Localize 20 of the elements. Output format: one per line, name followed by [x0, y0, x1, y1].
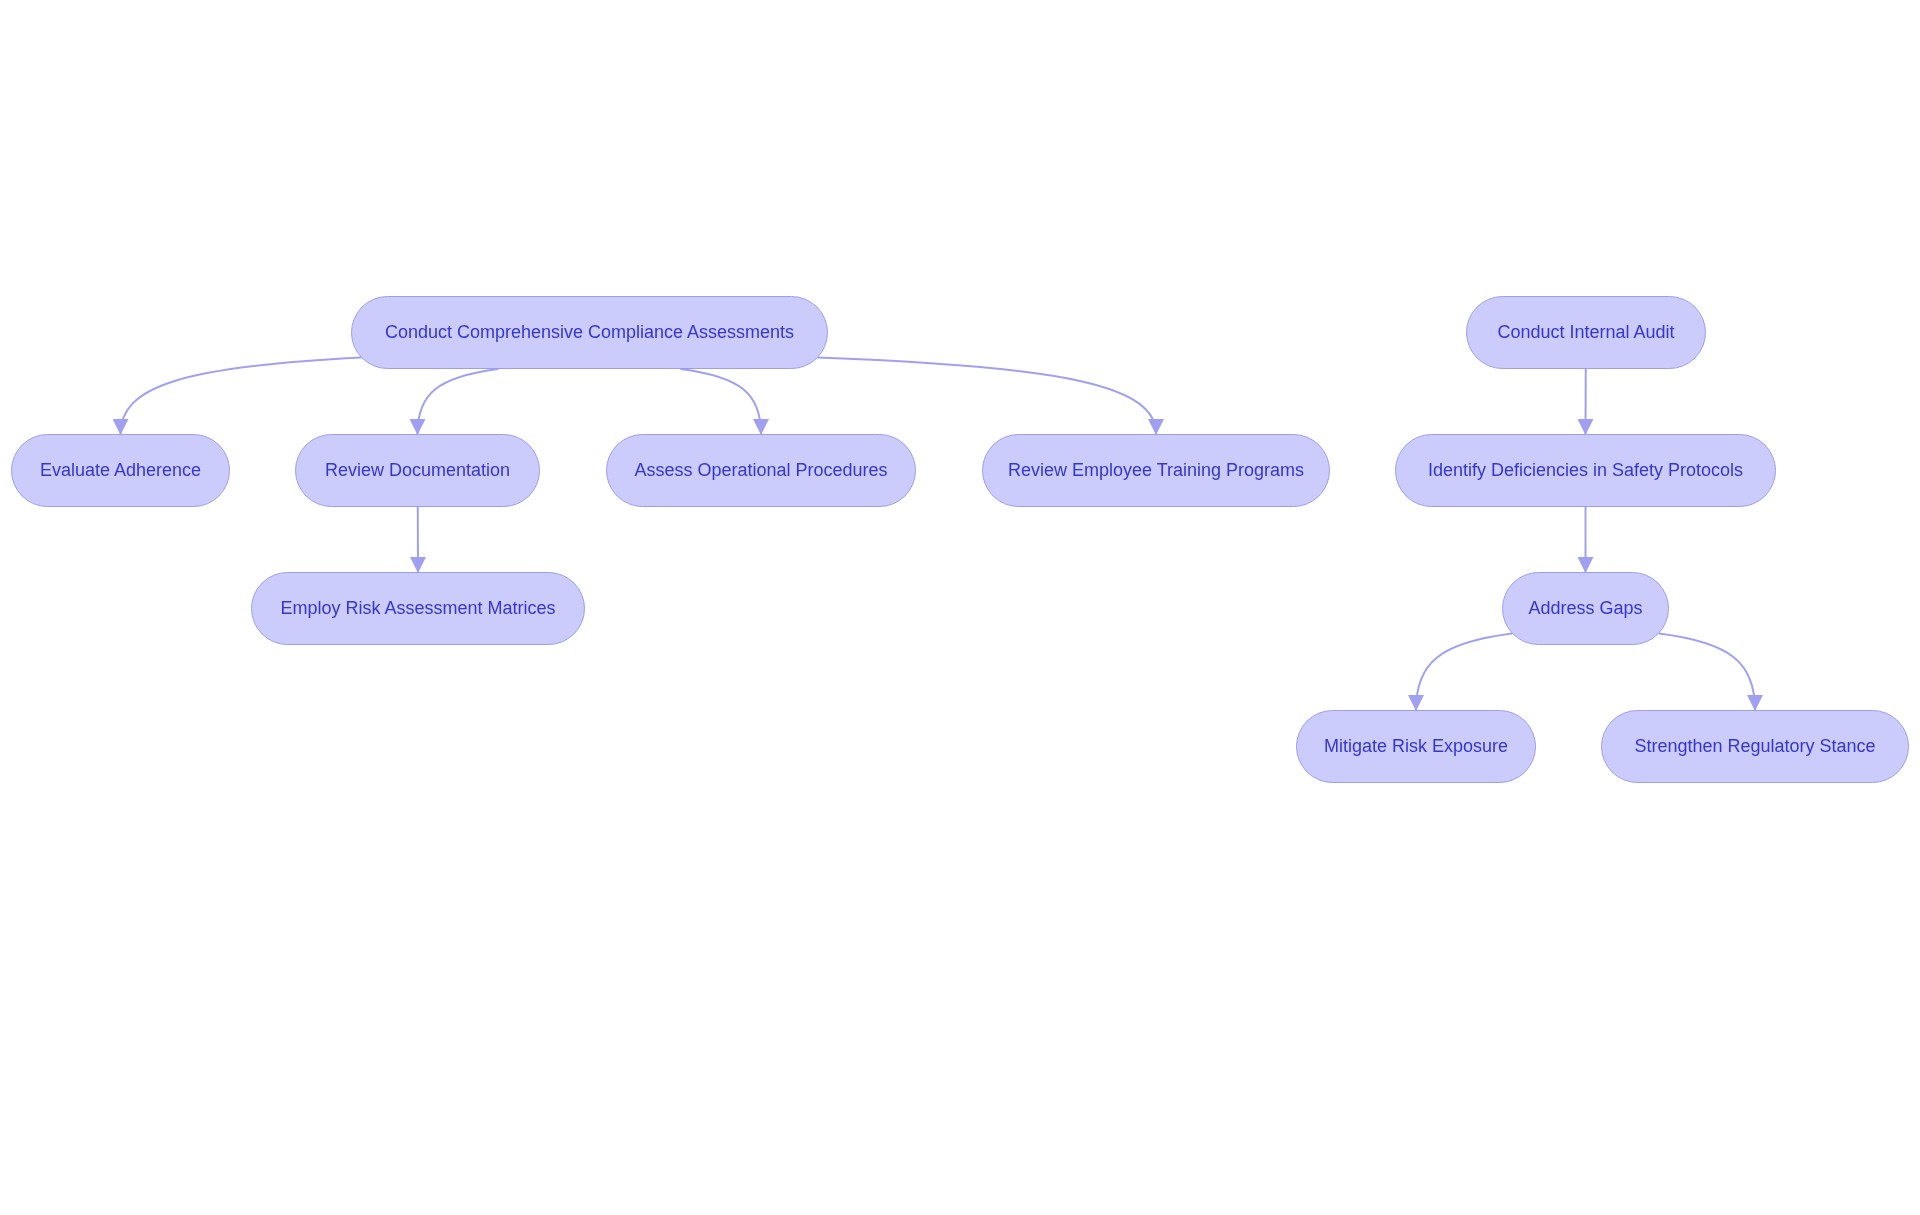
process-node: Conduct Comprehensive Compliance Assessments: [351, 296, 828, 369]
process-node: Mitigate Risk Exposure: [1296, 710, 1536, 783]
arrow: [410, 368, 500, 435]
process-node: Evaluate Adherence: [11, 434, 230, 507]
process-node: Strengthen Regulatory Stance: [1601, 710, 1909, 783]
process-node: Review Documentation: [295, 434, 540, 507]
arrow: [1577, 368, 1594, 435]
arrow: [1658, 632, 1763, 711]
arrow: [817, 356, 1162, 435]
process-node: Address Gaps: [1502, 572, 1669, 645]
process-node: Employ Risk Assessment Matrices: [251, 572, 585, 645]
arrow: [114, 356, 362, 435]
process-node: Conduct Internal Audit: [1466, 296, 1706, 369]
process-node: Assess Operational Procedures: [606, 434, 916, 507]
arrow: [1408, 632, 1513, 711]
arrow: [410, 506, 426, 573]
process-node: Identify Deficiencies in Safety Protocols: [1395, 434, 1776, 507]
arrow: [1577, 506, 1594, 573]
process-node: Review Employee Training Programs: [982, 434, 1330, 507]
arrow: [679, 368, 769, 435]
